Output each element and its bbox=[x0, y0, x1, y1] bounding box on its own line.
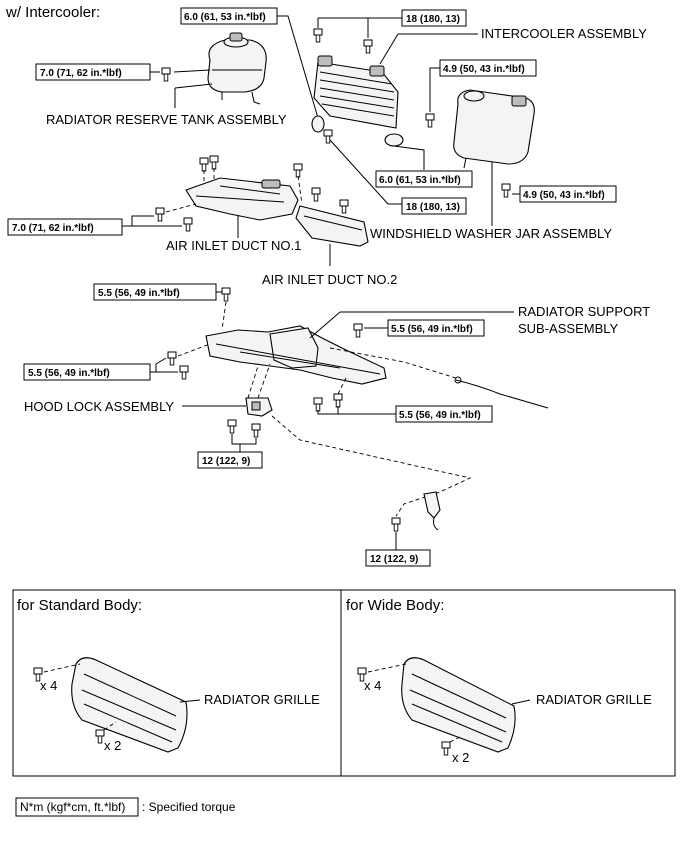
intercooler-assembly bbox=[313, 55, 399, 129]
label-radiator-support-1: RADIATOR SUPPORT bbox=[518, 304, 650, 319]
torque-value: 6.0 (61, 53 in.*lbf) bbox=[184, 12, 266, 23]
radiator-grille-wide bbox=[401, 657, 516, 753]
qty-bottom-wide: x 2 bbox=[452, 750, 469, 765]
bolt-icon bbox=[183, 217, 193, 232]
grille-panel-frame bbox=[12, 589, 676, 777]
torque-value: 5.5 (56, 49 in.*lbf) bbox=[399, 410, 481, 421]
hood-lock-assembly bbox=[245, 397, 273, 417]
bolt-icon bbox=[391, 517, 401, 532]
hose-clamp-icon bbox=[311, 115, 325, 133]
bolt-icon bbox=[95, 729, 105, 744]
torque-box bbox=[23, 363, 151, 381]
bolt-icon bbox=[179, 365, 189, 380]
label-hood-lock: HOOD LOCK ASSEMBLY bbox=[24, 399, 174, 414]
label-air-inlet-duct-1: AIR INLET DUCT NO.1 bbox=[166, 238, 301, 253]
radiator-reserve-tank bbox=[207, 32, 267, 105]
torque-box bbox=[401, 197, 467, 215]
torque-value: 4.9 (50, 43 in.*lbf) bbox=[523, 190, 605, 201]
torque-value: 18 (180, 13) bbox=[406, 14, 460, 25]
torque-value: 5.5 (56, 49 in.*lbf) bbox=[391, 324, 473, 335]
torque-box bbox=[519, 185, 617, 203]
legend-text: : Specified torque bbox=[142, 800, 236, 814]
torque-value: 7.0 (71, 62 in.*lbf) bbox=[40, 68, 122, 79]
bolt-icon bbox=[293, 163, 303, 178]
bolt-icon bbox=[251, 423, 261, 438]
label-air-inlet-duct-2: AIR INLET DUCT NO.2 bbox=[262, 272, 397, 287]
air-inlet-duct-no2 bbox=[295, 205, 369, 247]
bolt-icon bbox=[161, 67, 171, 82]
bolt-icon bbox=[313, 397, 323, 412]
torque-value: 5.5 (56, 49 in.*lbf) bbox=[28, 368, 110, 379]
torque-value: 6.0 (61, 53 in.*lbf) bbox=[379, 175, 461, 186]
legend-key-box bbox=[15, 797, 139, 817]
torque-box bbox=[197, 451, 263, 469]
bolt-icon bbox=[441, 741, 451, 756]
bolt-icon bbox=[313, 28, 323, 43]
bolt-icon bbox=[155, 207, 165, 222]
hose-clamp-icon bbox=[384, 133, 404, 147]
cable-bracket bbox=[423, 491, 441, 531]
label-radiator-reserve-tank: RADIATOR RESERVE TANK ASSEMBLY bbox=[46, 112, 287, 127]
bolt-icon bbox=[209, 155, 219, 170]
bolt-icon bbox=[353, 323, 363, 338]
torque-value: 7.0 (71, 62 in.*lbf) bbox=[12, 223, 94, 234]
torque-box bbox=[375, 170, 473, 188]
label-grille-wide: RADIATOR GRILLE bbox=[536, 692, 652, 707]
torque-value: 12 (122, 9) bbox=[202, 456, 250, 467]
qty-top-standard: x 4 bbox=[40, 678, 57, 693]
bolt-icon bbox=[167, 351, 177, 366]
torque-box bbox=[35, 63, 151, 81]
torque-box bbox=[7, 218, 123, 236]
label-windshield-washer-jar: WINDSHIELD WASHER JAR ASSEMBLY bbox=[370, 226, 612, 241]
bolt-icon bbox=[311, 187, 321, 202]
label-radiator-support-2: SUB-ASSEMBLY bbox=[518, 321, 619, 336]
panel-title-standard: for Standard Body: bbox=[17, 597, 142, 614]
bolt-icon bbox=[199, 157, 209, 172]
torque-box bbox=[395, 405, 493, 423]
radiator-grille-standard bbox=[71, 657, 188, 753]
bolt-icon bbox=[221, 287, 231, 302]
qty-top-wide: x 4 bbox=[364, 678, 381, 693]
bolt-icon bbox=[363, 39, 373, 54]
qty-bottom-standard: x 2 bbox=[104, 738, 121, 753]
bolt-icon bbox=[339, 199, 349, 214]
torque-value: 18 (180, 13) bbox=[406, 202, 460, 213]
bolt-icon bbox=[501, 183, 511, 198]
legend-key: N*m (kgf*cm, ft.*lbf) bbox=[20, 800, 125, 814]
bolt-icon bbox=[227, 419, 237, 434]
torque-value: 12 (122, 9) bbox=[370, 554, 418, 565]
torque-box bbox=[365, 549, 431, 567]
bolt-icon bbox=[333, 393, 343, 408]
torque-value: 4.9 (50, 43 in.*lbf) bbox=[443, 64, 525, 75]
label-intercooler: INTERCOOLER ASSEMBLY bbox=[481, 26, 647, 41]
windshield-washer-jar bbox=[453, 89, 535, 186]
radiator-support-sub-assembly bbox=[205, 325, 387, 385]
torque-value: 5.5 (56, 49 in.*lbf) bbox=[98, 288, 180, 299]
label-grille-standard: RADIATOR GRILLE bbox=[204, 692, 320, 707]
panel-title-wide: for Wide Body: bbox=[346, 597, 444, 614]
air-inlet-duct-no1 bbox=[185, 177, 299, 221]
bolt-icon bbox=[425, 113, 435, 128]
header-title: w/ Intercooler: bbox=[5, 4, 100, 21]
